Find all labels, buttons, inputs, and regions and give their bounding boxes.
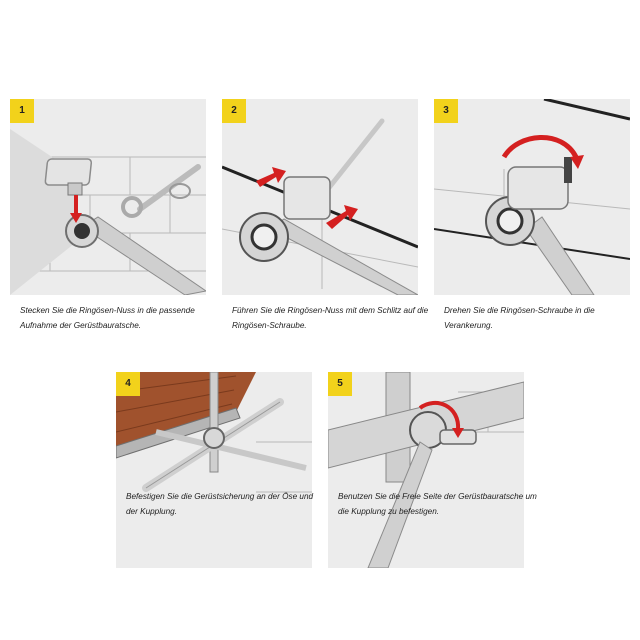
ratchet-wrench-icon [367, 441, 433, 568]
rotation-arrow-icon [501, 135, 584, 169]
scaffold-coupler-icon [142, 372, 307, 492]
step-4-badge: 4 [116, 372, 140, 396]
step-4-caption: Befestigen Sie die Gerüstsicherung an de… [126, 492, 314, 516]
eye-bolt-icon [121, 164, 201, 218]
step-1-caption: Stecken Sie die Ringösen-Nuss in die pas… [20, 306, 195, 330]
step-2-badge: 2 [222, 99, 246, 123]
scaffold-coupler-icon [328, 381, 524, 469]
rotation-arrow-icon [418, 401, 464, 438]
step-2-caption: Führen Sie die Ringösen-Nuss mit dem Sch… [232, 306, 429, 330]
step-5-image: 5 [328, 372, 524, 568]
ratchet-wrench-icon [65, 214, 206, 295]
step-2-illustration [222, 99, 418, 295]
step-5-caption: Benutzen Sie die Freie Seite der Gerüstb… [338, 492, 537, 516]
socket-icon [507, 157, 572, 210]
step-4-illustration [116, 372, 312, 568]
step-3-caption: Drehen Sie die Ringösen-Schraube in die … [444, 306, 595, 330]
step-3-image: 3 [434, 99, 630, 295]
step-1-image: 1 [10, 99, 206, 295]
ratchet-wrench-icon [239, 212, 418, 295]
step-3-illustration [434, 99, 630, 295]
step-5-badge: 5 [328, 372, 352, 396]
step-3-badge: 3 [434, 99, 458, 123]
step-2-image: 2 [222, 99, 418, 295]
step-4-image: 4 [116, 372, 312, 568]
step-5-illustration [328, 372, 524, 568]
step-1-illustration [10, 99, 206, 295]
socket-icon [283, 176, 331, 220]
direction-arrows [256, 167, 358, 229]
step-1-badge: 1 [10, 99, 34, 123]
